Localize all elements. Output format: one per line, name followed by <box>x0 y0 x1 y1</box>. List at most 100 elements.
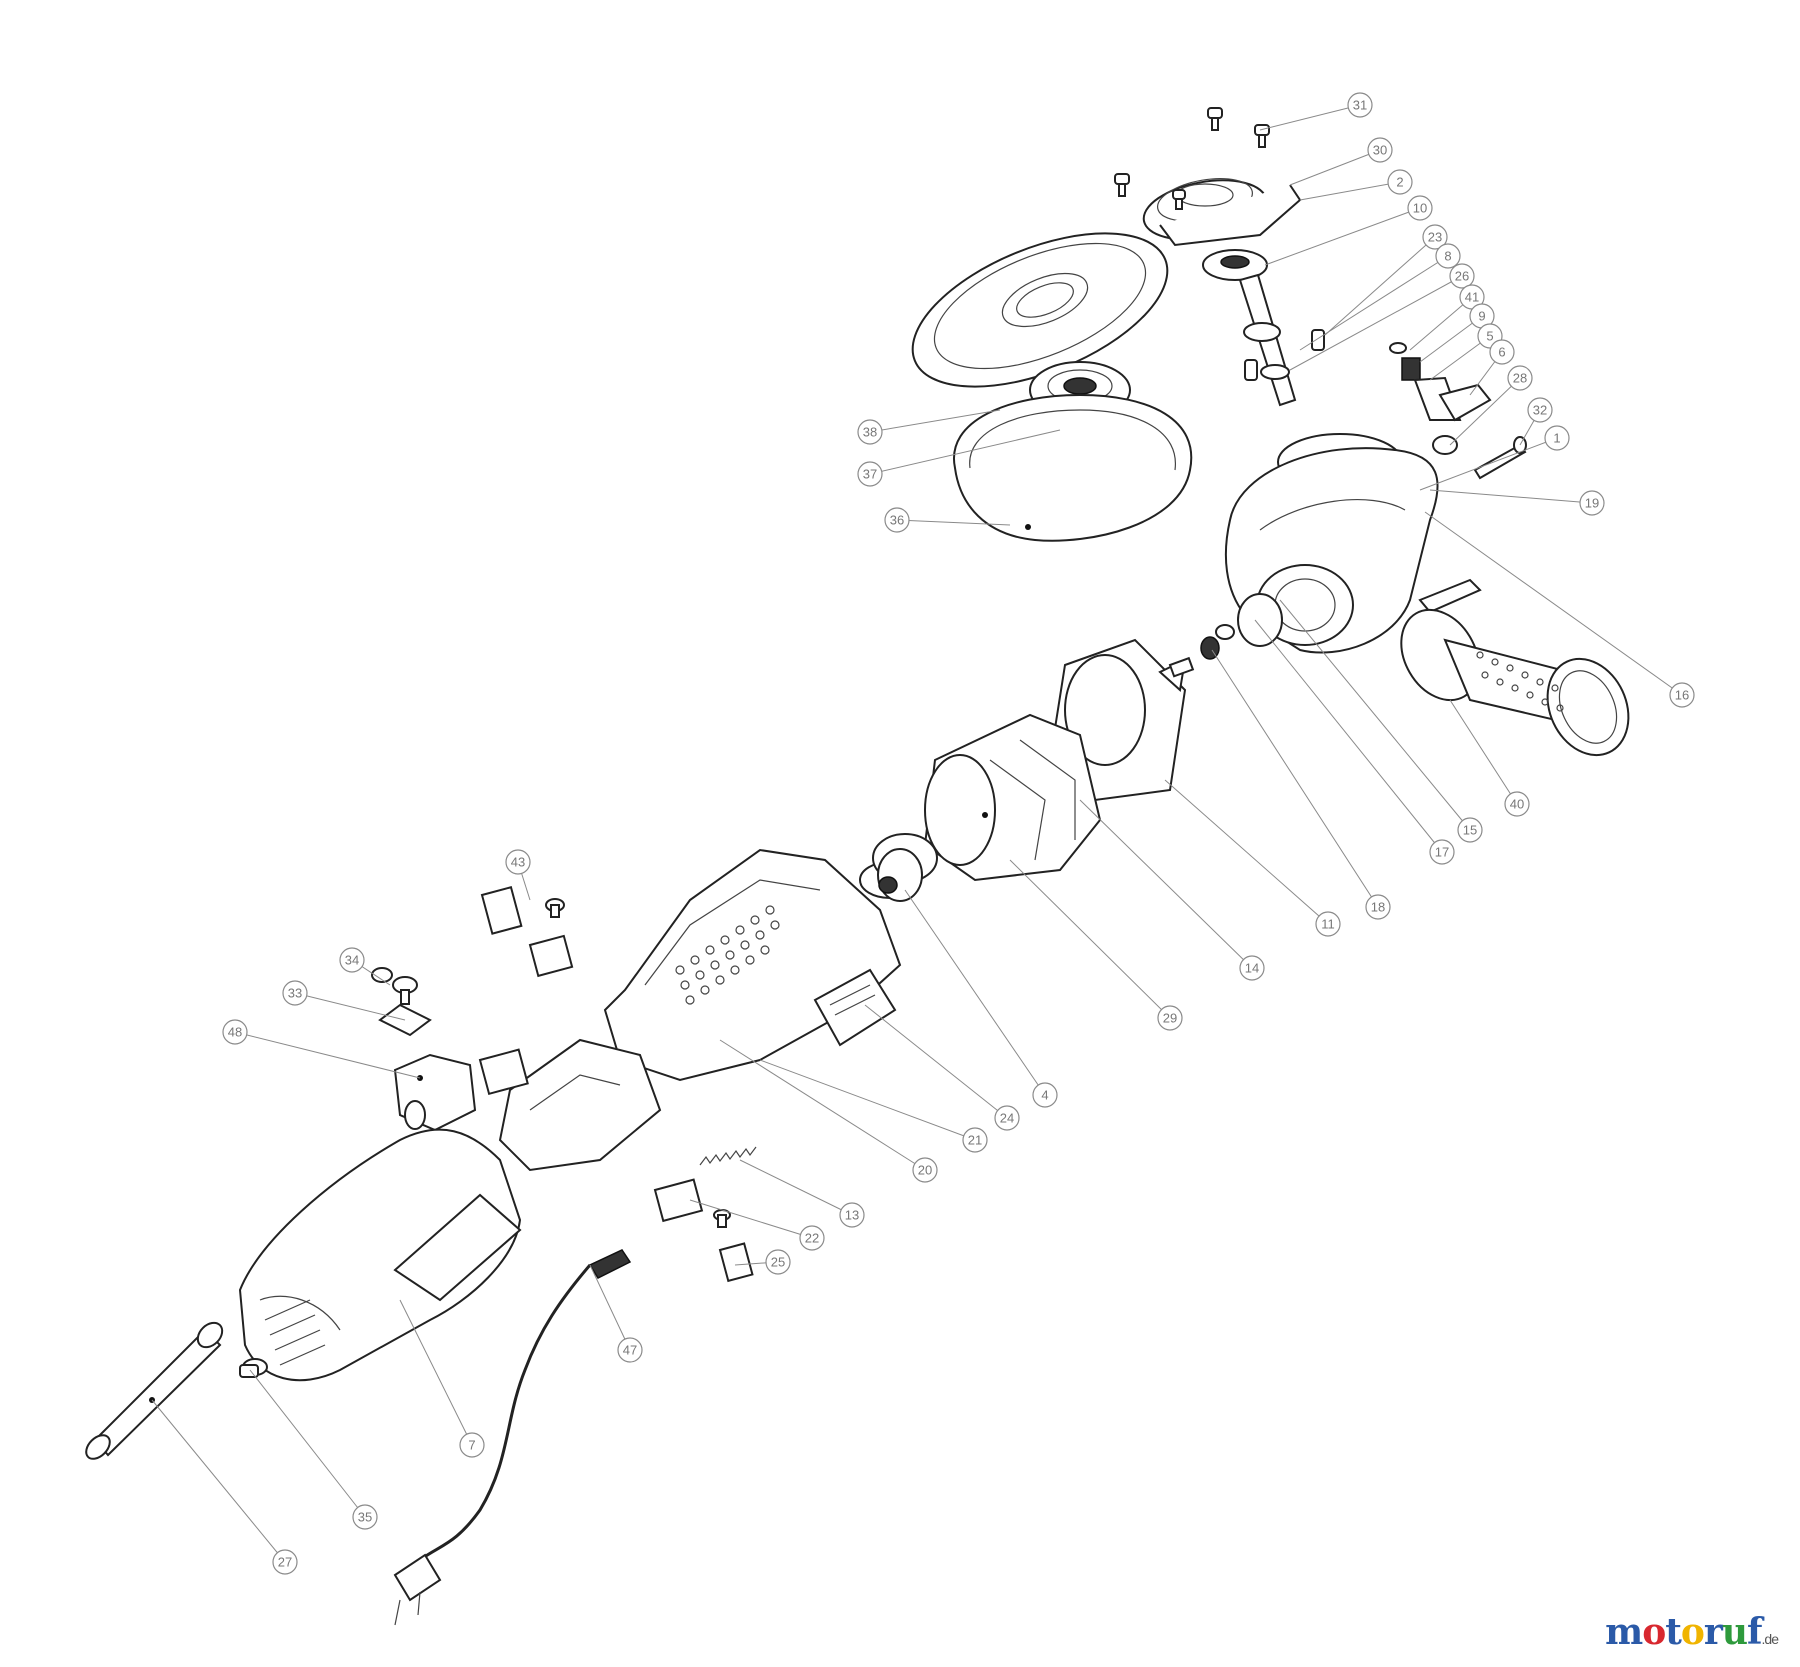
callout-number: 10 <box>1413 201 1427 216</box>
callout-47: 47 <box>617 1337 643 1363</box>
leader-line-24 <box>864 1004 1008 1119</box>
callout-circle <box>1449 263 1475 289</box>
leader-line-30 <box>1289 149 1381 186</box>
leader-line-47 <box>589 1264 631 1351</box>
callout-number: 7 <box>468 1438 475 1453</box>
callout-circle <box>1669 682 1695 708</box>
leader-line-41 <box>1409 296 1473 351</box>
brand-letter: o <box>1680 1611 1705 1653</box>
leader-line-16 <box>1424 511 1683 696</box>
leader-line-1 <box>1419 437 1558 491</box>
callout-10: 10 <box>1407 195 1433 221</box>
leader-line-14 <box>1079 799 1253 969</box>
callout-number: 40 <box>1510 797 1524 812</box>
callout-24: 24 <box>994 1105 1020 1131</box>
leader-line-15 <box>1279 599 1471 831</box>
callout-circle <box>884 507 910 533</box>
callout-number: 2 <box>1396 175 1403 190</box>
callout-circle <box>1365 894 1391 920</box>
callout-25: 25 <box>765 1249 791 1275</box>
callout-number: 48 <box>228 1025 242 1040</box>
callout-37: 37 <box>857 461 883 487</box>
brand-logo: motoruf.de <box>1605 1611 1779 1653</box>
callout-number: 23 <box>1428 230 1442 245</box>
leader-line-22 <box>689 1199 813 1239</box>
brand-letter: o <box>1642 1611 1666 1653</box>
leader-line-27 <box>151 1399 286 1563</box>
screws-top <box>1114 107 1270 210</box>
callout-11: 11 <box>1315 911 1341 937</box>
callout-number: 32 <box>1533 403 1547 418</box>
callout-number: 6 <box>1498 345 1505 360</box>
callout-circle <box>617 1337 643 1363</box>
callout-circle <box>1435 243 1461 269</box>
callout-number: 30 <box>1373 143 1387 158</box>
callout-number: 4 <box>1041 1088 1048 1103</box>
callout-19: 19 <box>1579 490 1605 516</box>
callout-circle <box>1157 1005 1183 1031</box>
power-cable <box>393 1249 632 1626</box>
callout-circle <box>1387 169 1413 195</box>
brand-suffix: .de <box>1761 1631 1779 1647</box>
callout-number: 33 <box>288 986 302 1001</box>
leader-line-11 <box>1164 779 1329 925</box>
callout-number: 16 <box>1675 688 1689 703</box>
callout-1: 1 <box>1544 425 1570 451</box>
callout-number: 15 <box>1463 823 1477 838</box>
leader-line-23 <box>1324 236 1436 336</box>
leader-line-4 <box>904 889 1046 1096</box>
callout-33: 33 <box>282 980 308 1006</box>
callout-43: 43 <box>505 849 531 875</box>
brand-letter: f <box>1747 1611 1762 1653</box>
leader-lines <box>151 104 1683 1563</box>
callout-circle <box>962 1127 988 1153</box>
leader-line-48 <box>234 1031 421 1079</box>
callout-number: 27 <box>278 1555 292 1570</box>
callout-number: 14 <box>1245 961 1259 976</box>
callout-number: 11 <box>1321 917 1335 932</box>
leader-line-7 <box>399 1299 473 1446</box>
brand-letter: r <box>1703 1611 1723 1653</box>
callout-number: 41 <box>1465 290 1479 305</box>
callout-number: 1 <box>1553 431 1560 446</box>
callout-number: 28 <box>1513 371 1527 386</box>
callout-number: 29 <box>1163 1011 1177 1026</box>
callout-number: 9 <box>1478 309 1485 324</box>
callout-4: 4 <box>1032 1082 1058 1108</box>
leader-line-13 <box>739 1159 853 1216</box>
callout-number: 26 <box>1455 269 1469 284</box>
callout-30: 30 <box>1367 137 1393 163</box>
brand-letter: u <box>1721 1611 1748 1653</box>
callout-41: 41 <box>1459 284 1485 310</box>
leader-line-29 <box>1009 859 1171 1019</box>
brush-holder-top <box>480 886 574 978</box>
shaft-bearing-parts <box>1200 624 1235 660</box>
callout-48: 48 <box>222 1019 248 1045</box>
leader-line-21 <box>759 1059 976 1141</box>
callout-circle <box>282 980 308 1006</box>
callout-36: 36 <box>884 507 910 533</box>
grommet <box>239 1358 268 1378</box>
leader-line-17 <box>1254 619 1443 853</box>
callout-34: 34 <box>339 947 365 973</box>
callout-22: 22 <box>799 1225 825 1251</box>
callout-circle <box>1315 911 1341 937</box>
callout-circle <box>1429 839 1455 865</box>
callout-number: 35 <box>358 1510 372 1525</box>
callout-number: 20 <box>918 1163 932 1178</box>
brush-holder-bottom <box>653 1178 754 1283</box>
leader-line-26 <box>1289 275 1463 371</box>
parts-drawing <box>85 107 1630 1626</box>
callout-number: 37 <box>863 467 877 482</box>
callout-18: 18 <box>1365 894 1391 920</box>
callout-number: 5 <box>1486 329 1493 344</box>
callout-circle <box>912 1157 938 1183</box>
callout-13: 13 <box>839 1202 865 1228</box>
leader-line-31 <box>1259 104 1361 131</box>
switch-block <box>393 1053 477 1132</box>
callout-circle <box>765 1249 791 1275</box>
callout-circle <box>1422 224 1448 250</box>
leader-line-10 <box>1264 207 1421 266</box>
callout-28: 28 <box>1507 365 1533 391</box>
